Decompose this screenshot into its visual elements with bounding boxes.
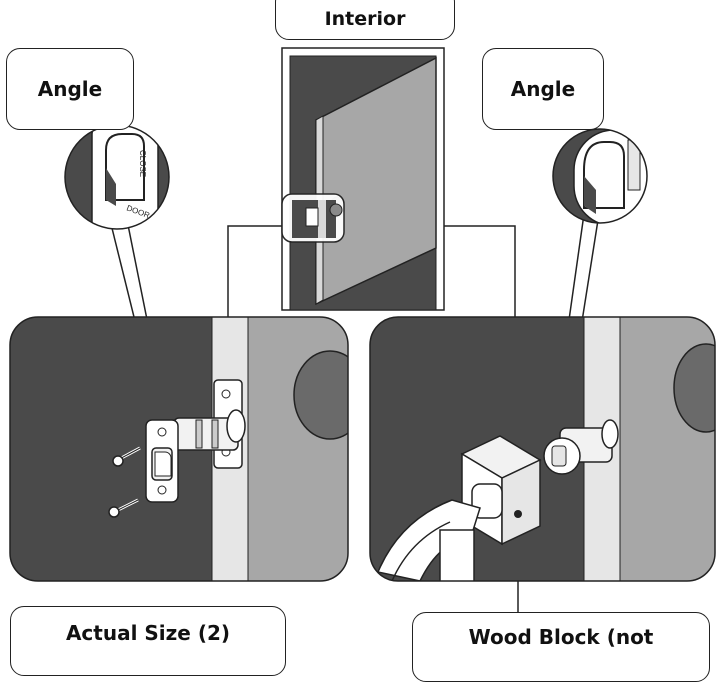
angle-zoom-right <box>552 128 648 224</box>
interior-label: Interior <box>275 0 455 40</box>
hammer-icon <box>376 483 503 581</box>
svg-text:CLOSE: CLOSE <box>138 150 147 177</box>
screw-icon <box>108 498 139 518</box>
left-panel <box>9 316 349 582</box>
angle-label-left: Angle <box>6 48 134 130</box>
screw-icon <box>112 446 141 467</box>
angle-label-right: Angle <box>482 48 604 130</box>
angle-zoom-left: CLOSE DOOR <box>64 124 170 230</box>
door-overview <box>281 47 445 311</box>
wood-block-label: Wood Block (not <box>412 612 710 682</box>
right-panel <box>369 316 716 582</box>
actual-size-label: Actual Size (2) <box>10 606 286 676</box>
door-latch-install-diagram: CLOSE DOOR <box>9 47 716 612</box>
